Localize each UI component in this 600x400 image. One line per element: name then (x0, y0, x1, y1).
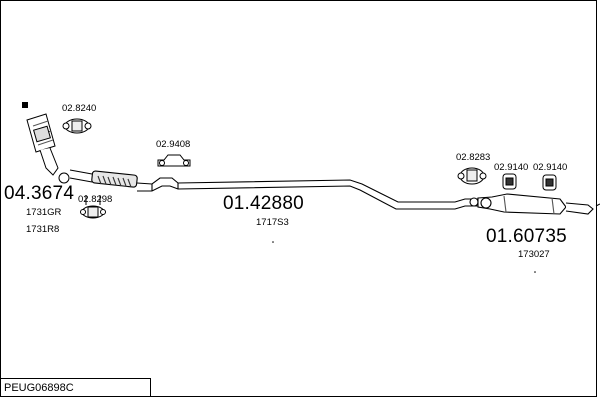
rubber-2-shape (542, 174, 557, 191)
clamp-top-shape (62, 118, 92, 134)
right-edge-mark (595, 203, 600, 207)
clamp-rear-shape (457, 167, 487, 185)
rear-silencer-shape (477, 193, 594, 215)
hanger-front-label[interactable]: 02.9408 (156, 139, 191, 150)
dot-1 (272, 241, 274, 243)
hanger-front-shape (157, 154, 191, 167)
catalyst-sub-2: 1731R8 (26, 224, 60, 235)
catalyst-code[interactable]: 04.3674 (4, 183, 75, 204)
catalyst-sub-1: 1731GR (26, 207, 62, 218)
marker-square (22, 102, 28, 108)
front-pipe-sub: 1717S3 (256, 217, 289, 228)
rear-silencer-sub: 173027 (518, 249, 550, 260)
reference-code: PEUG06898C (4, 382, 74, 394)
rubber-2-label[interactable]: 02.9140 (533, 162, 568, 173)
front-pipe-code[interactable]: 01.42880 (223, 193, 304, 214)
reference-box: PEUG06898C (0, 378, 151, 397)
rubber-1-label[interactable]: 02.9140 (494, 162, 529, 173)
catalyst-shape (26, 113, 70, 184)
clamp-rear-label[interactable]: 02.8283 (456, 152, 491, 163)
clamp-front-label[interactable]: 02.8298 (78, 194, 113, 205)
clamp-front-shape (80, 195, 106, 219)
rubber-1-shape (502, 173, 517, 190)
rear-silencer-code[interactable]: 01.60735 (486, 226, 567, 247)
front-pipe-shape (69, 169, 479, 210)
clamp-top-label[interactable]: 02.8240 (62, 103, 97, 114)
dot-2 (534, 271, 536, 273)
